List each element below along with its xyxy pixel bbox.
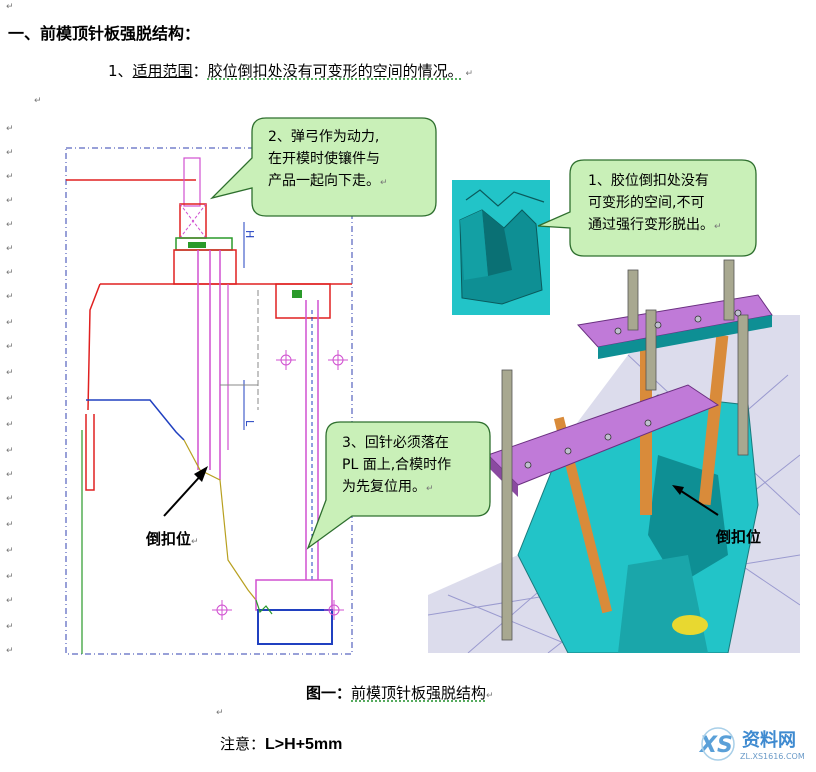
callout-2-text: 2、弹弓作为动力, 在开模时使镶件与 产品一起向下走。↵ — [268, 129, 388, 189]
right-undercut-label: 倒扣位 — [716, 528, 762, 546]
undercut-closeup-image — [452, 180, 550, 315]
mold-section-drawing: H L — [65, 147, 353, 655]
note-formula: L>H+5mm — [265, 736, 343, 753]
caption-text: 前模顶针板强脱结构 — [351, 684, 487, 702]
dim-h-label: H — [243, 230, 256, 238]
scope-label: 适用范围 — [132, 62, 193, 80]
scope-number: 1、 — [108, 62, 133, 80]
scope-text: 胶位倒扣处没有可变形的空间的情况。 — [207, 62, 463, 80]
scope-colon: ： — [192, 62, 208, 80]
figure-caption: 图一：前模顶针板强脱结构↵ — [306, 684, 494, 702]
note-line: 注意：L>H+5mm — [220, 733, 342, 754]
left-undercut-label: 倒扣位↵ — [146, 530, 199, 548]
dim-l-label: L — [243, 420, 256, 427]
watermark-logo: XS — [698, 727, 735, 761]
watermark: XS 资料网 ZL.XS1616.COM — [698, 724, 810, 768]
section-heading: 一、前模顶针板强脱结构： — [8, 24, 201, 43]
watermark-brand: 资料网 — [742, 730, 796, 751]
watermark-url: ZL.XS1616.COM — [740, 752, 805, 761]
caption-prefix: 图一： — [306, 684, 352, 702]
scope-line: 1、适用范围：胶位倒扣处没有可变形的空间的情况。 ↵ — [108, 62, 473, 80]
callout-1-text: 1、胶位倒扣处没有 可变形的空间,不可 通过强行变形脱出。↵ — [588, 173, 722, 233]
note-prefix: 注意： — [220, 735, 266, 753]
callout-3-text: 3、回针必须落在 PL 面上,合模时作 为先复位用。↵ — [342, 435, 452, 495]
